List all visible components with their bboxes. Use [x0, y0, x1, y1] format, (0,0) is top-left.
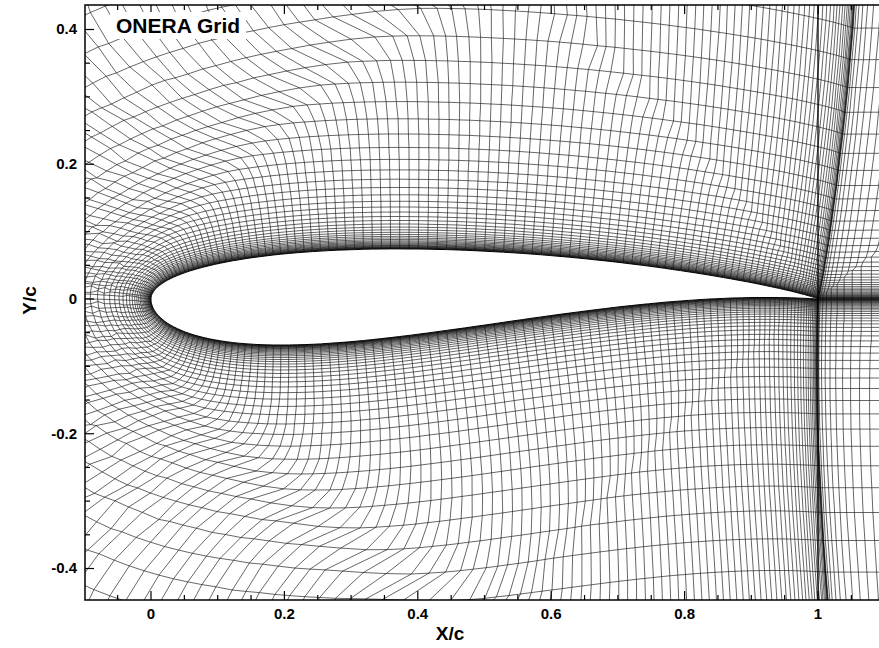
tick-mark [551, 591, 552, 600]
tick-mark [85, 29, 94, 30]
y-tick-label: -0.2 [51, 426, 77, 443]
mesh-line [85, 5, 879, 600]
x-tick-label: 0 [147, 606, 155, 623]
tick-mark [85, 568, 94, 569]
x-axis-title: X/c [436, 624, 465, 645]
y-tick-label: 0.4 [56, 21, 77, 38]
plot-title: ONERA Grid [110, 12, 246, 39]
x-tick-label: 0.2 [274, 606, 295, 623]
x-tick-label: 1 [814, 606, 822, 623]
block-boundary [817, 5, 818, 600]
mesh-lines [85, 5, 879, 600]
tick-mark [284, 591, 285, 600]
tick-mark [85, 433, 94, 434]
tick-mark [817, 5, 818, 14]
x-tick-label: 0.6 [541, 606, 562, 623]
tick-mark [551, 5, 552, 14]
tick-mark [417, 5, 418, 14]
tick-mark [284, 5, 285, 14]
x-tick-label: 0.4 [407, 606, 428, 623]
tick-mark [85, 298, 94, 299]
y-tick-label: -0.4 [51, 560, 77, 577]
tick-mark [684, 5, 685, 14]
y-tick-label: 0.2 [56, 156, 77, 173]
tick-mark [684, 591, 685, 600]
x-tick-label: 0.8 [674, 606, 695, 623]
y-tick-label: 0 [69, 291, 77, 308]
y-axis-title: Y/c [20, 286, 41, 315]
mesh-line [85, 5, 879, 600]
tick-mark [150, 591, 151, 600]
axis-ticks [85, 5, 851, 600]
tick-mark [817, 591, 818, 600]
tick-mark [417, 591, 418, 600]
plot-frame [85, 5, 879, 600]
airfoil [151, 249, 818, 345]
tick-mark [85, 164, 94, 165]
